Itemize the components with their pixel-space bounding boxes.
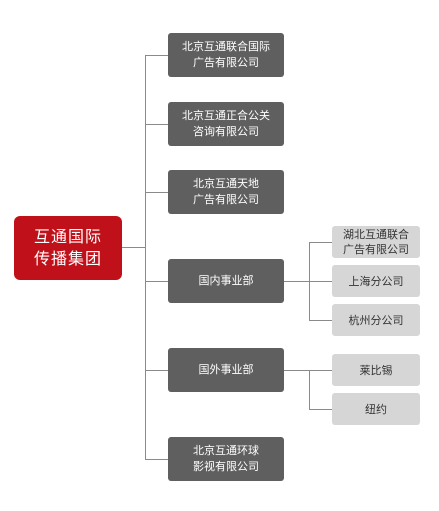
connector-main-spine (145, 55, 146, 460)
leaf-node-new-york: 纽约 (332, 393, 420, 425)
branch-node-global-film: 北京互通环球 影视有限公司 (168, 437, 284, 481)
connector-root-spine (122, 247, 146, 248)
connector-overseas-out (284, 370, 310, 371)
connector-branch-3 (145, 192, 168, 193)
branch-node-overseas-division: 国外事业部 (168, 348, 284, 392)
connector-branch-4 (145, 281, 168, 282)
leaf-node-hubei: 湖北互通联合 广告有限公司 (332, 226, 420, 258)
connector-branch-2 (145, 124, 168, 125)
connector-overseas-child-2 (309, 409, 332, 410)
leaf-node-leipzig: 莱比锡 (332, 354, 420, 386)
connector-domestic-out (284, 281, 310, 282)
root-node: 互通国际 传播集团 (14, 216, 122, 280)
branch-node-tiandi-advertising: 北京互通天地 广告有限公司 (168, 170, 284, 214)
leaf-node-shanghai: 上海分公司 (332, 265, 420, 297)
connector-domestic-child-3 (309, 320, 332, 321)
branch-node-domestic-division: 国内事业部 (168, 259, 284, 303)
connector-domestic-child-1 (309, 242, 332, 243)
connector-overseas-spine (309, 370, 310, 409)
connector-overseas-child-1 (309, 370, 332, 371)
branch-node-intl-advertising: 北京互通联合国际 广告有限公司 (168, 33, 284, 77)
connector-domestic-child-2 (309, 281, 332, 282)
branch-node-pr-consulting: 北京互通正合公关 咨询有限公司 (168, 102, 284, 146)
connector-branch-5 (145, 370, 168, 371)
leaf-node-hangzhou: 杭州分公司 (332, 304, 420, 336)
connector-branch-6 (145, 459, 168, 460)
connector-branch-1 (145, 55, 168, 56)
